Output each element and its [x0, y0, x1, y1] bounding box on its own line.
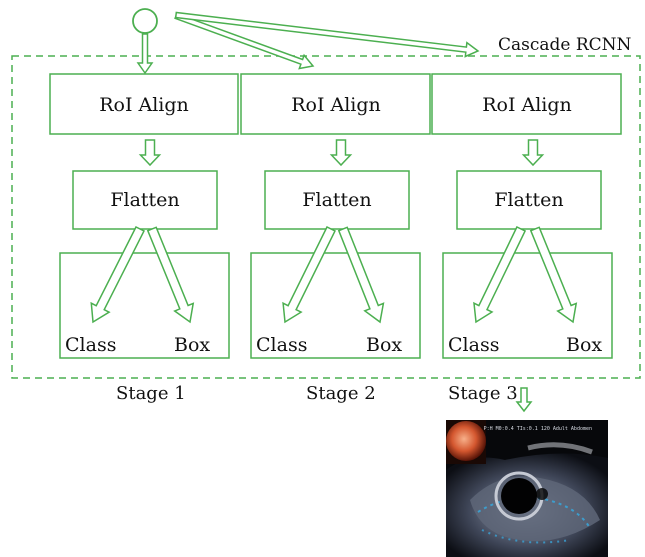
- flatten-box: [72, 170, 218, 230]
- flatten-to-class-arrow-2: [282, 225, 337, 324]
- stage-1: RoI Align Flatten Class Box Stage 1: [49, 73, 239, 404]
- endoscopy-inset: [446, 421, 486, 461]
- flatten-to-class-arrow-1: [90, 225, 146, 324]
- roi-to-flatten-arrow-2: [329, 139, 353, 167]
- cascade-title: Cascade RCNN: [498, 35, 632, 55]
- cascade-container: [11, 55, 641, 379]
- head-box: [59, 252, 230, 359]
- input-arrows: [136, 11, 480, 75]
- roi-align-label: RoI Align: [99, 94, 189, 116]
- ultrasound-overlay-text: P:H M0:0.4 TIs:0.1 120 Adult Abdomen: [484, 426, 592, 432]
- input-arrow-stage-1: [136, 33, 154, 75]
- class-label: Class: [65, 334, 116, 356]
- flatten-to-box-arrow-3: [529, 226, 578, 324]
- box-label: Box: [366, 334, 402, 356]
- roi-to-flatten-arrow-3: [521, 139, 545, 167]
- box-label: Box: [174, 334, 210, 356]
- roi-to-flatten-arrow-1: [138, 139, 162, 167]
- flatten-box: [456, 170, 602, 230]
- flatten-to-box-arrow-1: [146, 226, 195, 324]
- stage3-output-arrow: [515, 387, 533, 413]
- input-node-circle: [132, 8, 158, 34]
- stage-label: Stage 2: [306, 383, 376, 404]
- input-arrow-stage-3: [174, 11, 480, 58]
- stage-label: Stage 3: [448, 383, 518, 404]
- stage-2: RoI Align Flatten Class Box Stage 2: [240, 73, 431, 404]
- output-ultrasound-image: P:H M0:0.4 TIs:0.1 120 Adult Abdomen: [446, 420, 608, 557]
- roi-align-box: [431, 73, 622, 135]
- flatten-to-class-arrow-3: [473, 225, 527, 324]
- flatten-box: [264, 170, 410, 230]
- roi-align-box: [49, 73, 239, 135]
- class-label: Class: [256, 334, 307, 356]
- roi-align-label: RoI Align: [291, 94, 381, 116]
- flow-arrows: [90, 139, 578, 413]
- head-box: [442, 252, 613, 359]
- head-box: [250, 252, 421, 359]
- flatten-label: Flatten: [110, 189, 179, 211]
- flatten-to-box-arrow-2: [337, 226, 385, 324]
- stage-label: Stage 1: [116, 383, 186, 404]
- roi-align-box: [240, 73, 431, 135]
- stage-3: RoI Align Flatten Class Box Stage 3: [431, 73, 622, 404]
- input-arrow-stage-2: [174, 12, 315, 70]
- box-label: Box: [566, 334, 602, 356]
- flatten-label: Flatten: [494, 189, 563, 211]
- flatten-label: Flatten: [302, 189, 371, 211]
- roi-align-label: RoI Align: [482, 94, 572, 116]
- class-label: Class: [448, 334, 499, 356]
